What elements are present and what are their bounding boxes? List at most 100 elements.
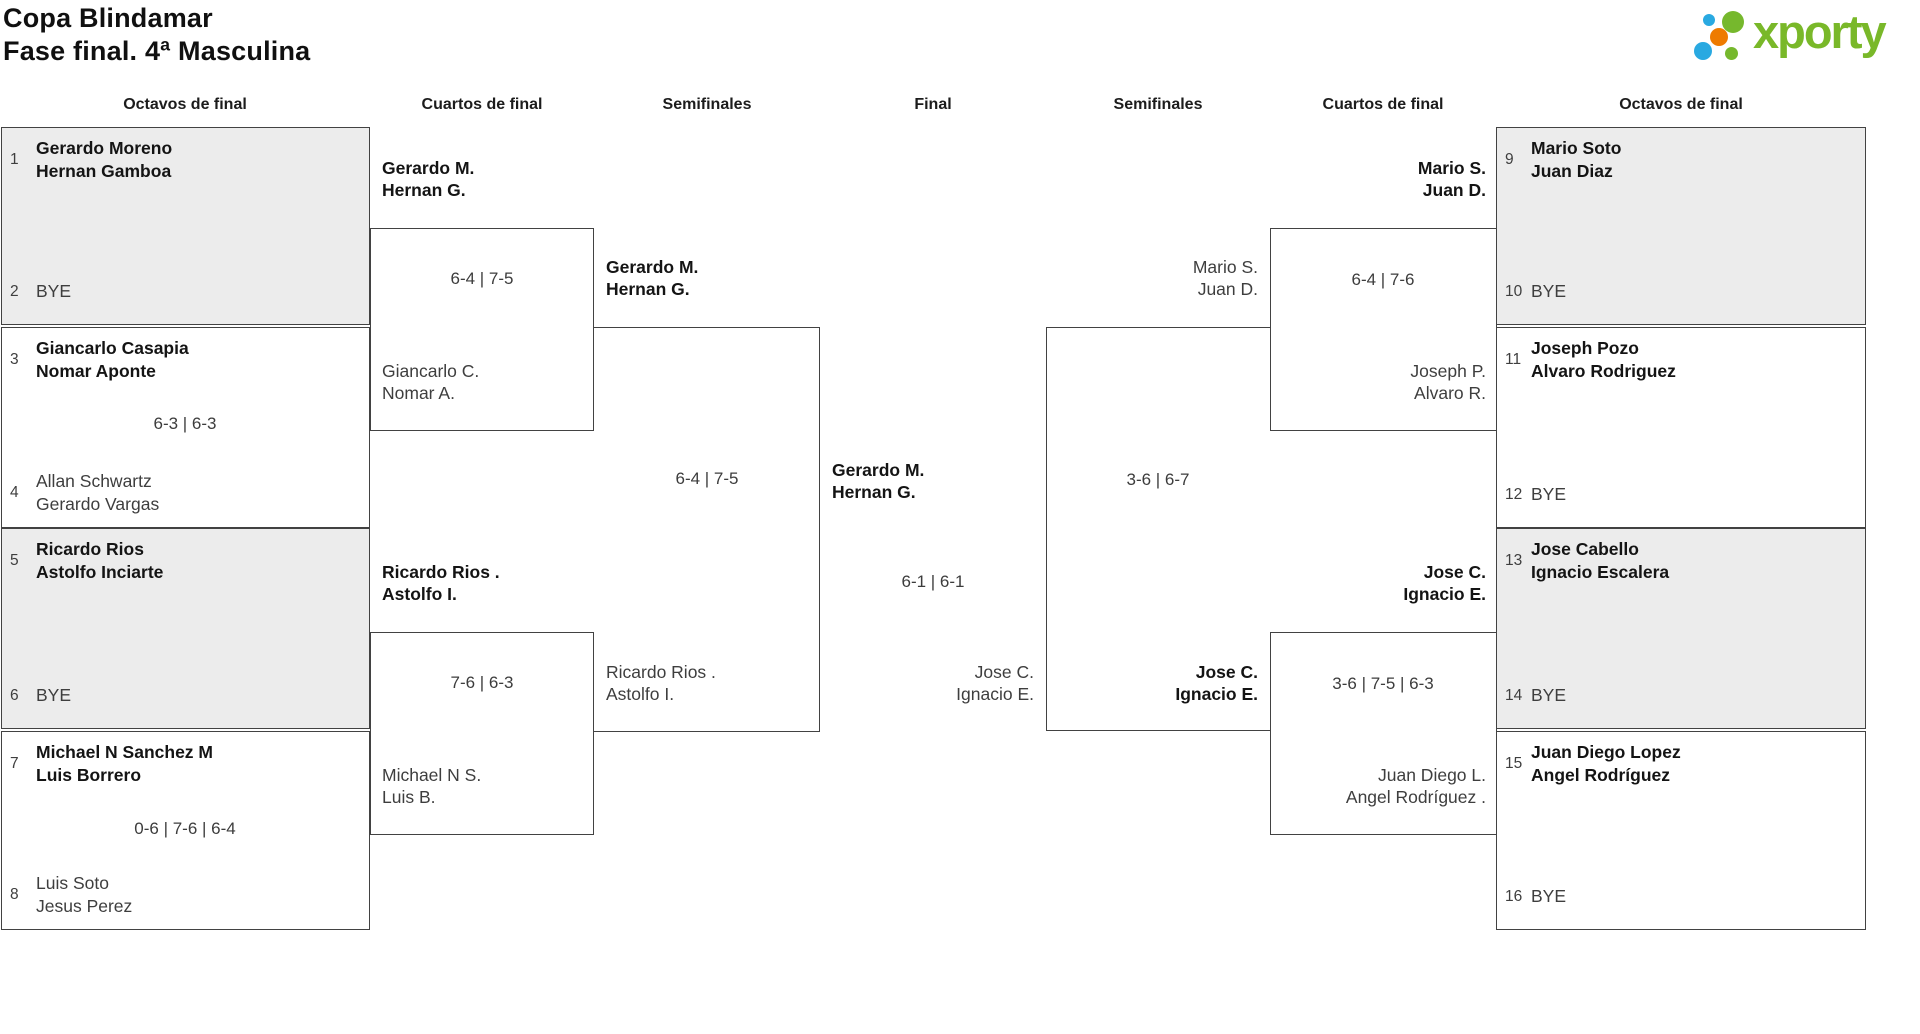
match-box-qf-right-bottom[interactable] (1270, 632, 1497, 835)
tournament-title: Copa Blindamar (3, 3, 213, 33)
xporty-logo[interactable]: xporty (1690, 2, 1915, 74)
logo-dot-icon (1725, 47, 1738, 60)
seed-number: 3 (10, 351, 19, 368)
round-header-r16-left: Octavos de final (123, 96, 247, 113)
team-name: Luis Borrero (36, 765, 142, 785)
team-name: Hernan Gamboa (36, 161, 172, 181)
team-name: BYE (1531, 886, 1567, 906)
team-row: 10 BYE (1505, 280, 1857, 303)
entrant-label: Ricardo Rios .Astolfo I. (382, 562, 500, 604)
team-name: Gerardo Moreno (36, 138, 173, 158)
seed-number: 4 (10, 484, 19, 501)
entrant-label: Joseph P.Alvaro R. (1410, 361, 1486, 403)
entrant-label: Ricardo Rios .Astolfo I. (606, 662, 716, 704)
entrant-label: Gerardo M.Hernan G. (606, 257, 699, 299)
team-name: Jose Cabello (1531, 539, 1639, 559)
team-name: Juan Diego Lopez (1531, 742, 1681, 762)
team-name: Alvaro Rodriguez (1531, 361, 1676, 381)
team-row: 7 Michael N Sanchez M Luis Borrero (10, 741, 361, 787)
round-header-r16-right: Octavos de final (1619, 96, 1743, 113)
team-name: Luis Soto (36, 873, 109, 893)
round-header-sf-right: Semifinales (1113, 96, 1203, 113)
match-score: 6-4 | 7-6 (1351, 270, 1415, 289)
entrant-label: Mario S.Juan D. (1192, 257, 1258, 299)
logo-dot-icon (1722, 11, 1744, 33)
entrant-label: Giancarlo C.Nomar A. (382, 361, 480, 403)
entrant-label: Jose C.Ignacio E. (1403, 562, 1486, 604)
team-row: 12 BYE (1505, 483, 1857, 506)
team-name: BYE (1531, 484, 1567, 504)
seed-number: 11 (1505, 351, 1522, 368)
entrant-label: Mario S.Juan D. (1417, 158, 1486, 200)
match-box-qf-left-top[interactable] (370, 228, 594, 431)
team-name: Juan Diaz (1531, 161, 1613, 181)
seed-number: 6 (10, 686, 19, 704)
seed-number: 10 (1505, 282, 1523, 300)
team-name: BYE (1531, 685, 1567, 705)
match-score: 6-4 | 7-5 (675, 469, 739, 488)
entrant-label: Juan Diego L.Angel Rodríguez . (1345, 765, 1486, 807)
team-name: Angel Rodríguez (1531, 765, 1671, 785)
seed-number: 12 (1505, 485, 1523, 503)
entrant-label: Michael N S.Luis B. (382, 765, 482, 807)
team-row: 14 BYE (1505, 684, 1857, 707)
match-score: 7-6 | 6-3 (450, 673, 514, 692)
seed-number: 2 (10, 282, 19, 300)
team-name: Nomar Aponte (36, 361, 156, 381)
seed-number: 9 (1505, 151, 1514, 168)
logo-dot-icon (1703, 14, 1715, 26)
team-name: Ricardo Rios (36, 539, 144, 559)
seed-number: 14 (1505, 686, 1523, 704)
logo-dot-icon (1710, 28, 1728, 46)
team-name: Mario Soto (1531, 138, 1622, 158)
seed-number: 1 (10, 151, 19, 168)
match-box-r16-l4[interactable]: 7 Michael N Sanchez M Luis Borrero 8 Luis… (1, 731, 370, 930)
team-name: Ignacio Escalera (1531, 562, 1670, 582)
seed-number: 8 (10, 886, 19, 903)
page-title-block: Copa Blindamar Fase final. 4ª Masculina (3, 1, 310, 68)
match-box-sf-left[interactable] (594, 327, 820, 732)
logo-wordmark: xporty (1753, 5, 1887, 58)
match-score: 6-3 | 6-3 (153, 414, 217, 433)
entrant-label: Gerardo M.Hernan G. (382, 158, 475, 200)
team-row: 2 BYE (10, 280, 361, 303)
entrant-label: Jose C.Ignacio E. (1175, 662, 1258, 704)
team-row: 6 BYE (10, 684, 361, 707)
seed-number: 13 (1505, 552, 1523, 569)
match-box-qf-left-bottom[interactable] (370, 632, 594, 835)
team-name: Jesus Perez (36, 896, 133, 916)
seed-number: 16 (1505, 887, 1523, 905)
team-name: Astolfo Inciarte (36, 562, 164, 582)
team-name: Gerardo Vargas (36, 494, 160, 514)
seed-number: 5 (10, 552, 19, 569)
team-name: Joseph Pozo (1531, 338, 1639, 358)
match-score: 0-6 | 7-6 | 6-4 (134, 819, 236, 838)
team-name: Allan Schwartz (36, 471, 152, 491)
seed-number: 7 (10, 755, 19, 772)
entrant-label: Jose C.Ignacio E. (956, 662, 1034, 704)
team-name: Michael N Sanchez M (36, 742, 213, 762)
match-box-qf-right-top[interactable] (1270, 228, 1497, 431)
match-box-sf-right[interactable] (1046, 327, 1270, 731)
seed-number: 15 (1505, 755, 1523, 772)
team-name: BYE (36, 685, 72, 705)
match-score: 3-6 | 7-5 | 6-3 (1332, 674, 1434, 693)
entrant-label: Gerardo M.Hernan G. (832, 460, 925, 502)
round-header-sf-left: Semifinales (662, 96, 752, 113)
